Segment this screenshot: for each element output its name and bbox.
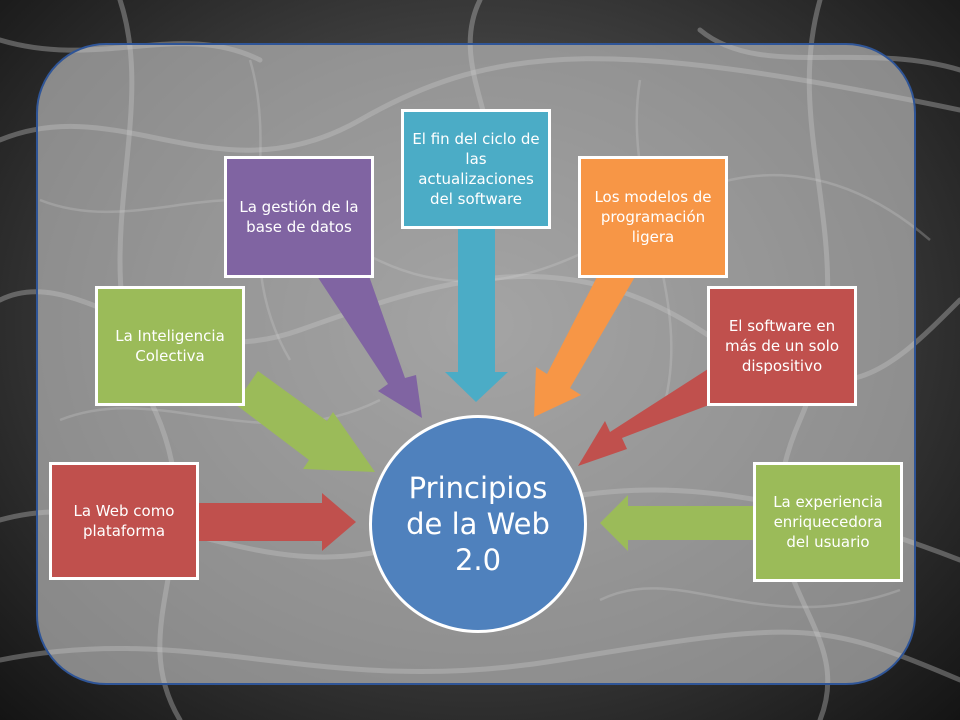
node-label: El fin del ciclo de las actualizaciones … bbox=[412, 130, 540, 208]
node-experiencia-usuario: La experiencia enriquecedora del usuario bbox=[753, 462, 903, 582]
node-label: La Inteligencia Colectiva bbox=[115, 327, 225, 365]
node-software-dispositivos: El software en más de un solo dispositiv… bbox=[707, 286, 857, 406]
node-label: La gestión de la base de datos bbox=[239, 198, 359, 236]
node-gestion-base-datos: La gestión de la base de datos bbox=[224, 156, 374, 278]
node-web-plataforma: La Web como plataforma bbox=[49, 462, 199, 580]
arrow-experiencia-usuario bbox=[600, 495, 756, 551]
node-label: La Web como plataforma bbox=[73, 502, 175, 540]
node-label: Los modelos de programación ligera bbox=[594, 188, 712, 246]
node-label: El software en más de un solo dispositiv… bbox=[724, 317, 840, 375]
node-fin-ciclo-actualizaciones: El fin del ciclo de las actualizaciones … bbox=[401, 109, 551, 229]
arrow-modelos-programacion bbox=[534, 275, 636, 417]
center-label: Principios de la Web 2.0 bbox=[406, 471, 550, 577]
arrow-software-dispositivos bbox=[578, 369, 722, 466]
arrow-inteligencia-colectiva bbox=[235, 371, 375, 472]
arrow-web-plataforma bbox=[198, 493, 356, 551]
node-modelos-programacion: Los modelos de programación ligera bbox=[578, 156, 728, 278]
center-circle: Principios de la Web 2.0 bbox=[369, 415, 587, 633]
arrow-fin-ciclo bbox=[445, 226, 508, 402]
node-label: La experiencia enriquecedora del usuario bbox=[773, 493, 883, 551]
node-inteligencia-colectiva: La Inteligencia Colectiva bbox=[95, 286, 245, 406]
arrow-gestion-base-datos bbox=[317, 276, 422, 418]
